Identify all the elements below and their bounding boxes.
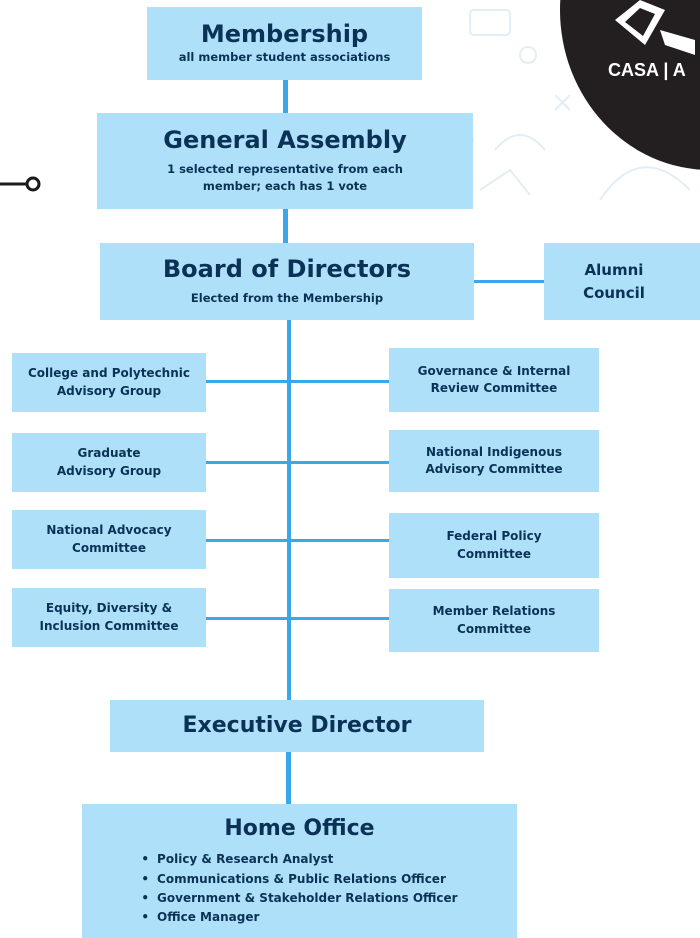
connector-membership-assembly: [283, 80, 288, 114]
connector-assembly-board: [283, 209, 288, 244]
connector-row-4: [206, 617, 389, 620]
left-group-box: National Advocacy Committee: [12, 510, 206, 569]
pin-connector-icon: [0, 176, 41, 192]
right-group-label: Member Relations Committee: [432, 604, 556, 636]
executive-director-box: Executive Director: [110, 700, 484, 752]
left-group-box: Graduate Advisory Group: [12, 433, 206, 492]
connector-row-3: [206, 539, 389, 542]
membership-title: Membership: [200, 20, 369, 49]
membership-box: Membership all member student associatio…: [147, 7, 422, 80]
general-assembly-subtitle-1: 1 selected representative from each: [167, 161, 403, 176]
left-group-label: National Advocacy Committee: [46, 523, 172, 555]
right-group-box: Member Relations Committee: [389, 589, 599, 652]
membership-subtitle: all member student associations: [178, 49, 391, 64]
general-assembly-title: General Assembly: [163, 125, 407, 154]
executive-director-title: Executive Director: [182, 712, 412, 738]
left-group-box: Equity, Diversity & Inclusion Committee: [12, 588, 206, 647]
casa-logo-icon: [615, 0, 695, 55]
home-office-item: Government & Stakeholder Relations Offic…: [141, 889, 458, 908]
connector-executive-office: [286, 752, 291, 804]
connector-spine: [287, 320, 291, 700]
left-group-label: Equity, Diversity & Inclusion Committee: [39, 601, 179, 633]
board-title: Board of Directors: [162, 255, 412, 284]
home-office-box: Home Office Policy & Research Analyst Co…: [82, 804, 517, 938]
background-doodles: [462, 9, 691, 201]
connector-row-1: [206, 380, 389, 383]
general-assembly-subtitle-2: member; each has 1 vote: [202, 179, 368, 194]
connector-board-alumni: [474, 280, 545, 283]
general-assembly-box: General Assembly 1 selected representati…: [97, 113, 473, 209]
home-office-item: Communications & Public Relations Office…: [141, 870, 457, 889]
right-group-label: Federal Policy Committee: [446, 529, 542, 561]
home-office-item: Policy & Research Analyst: [141, 850, 457, 869]
right-group-label: National Indigenous Advisory Committee: [425, 444, 563, 476]
right-group-box: National Indigenous Advisory Committee: [389, 430, 599, 492]
board-of-directors-box: Board of Directors Elected from the Memb…: [100, 243, 474, 320]
right-group-box: Federal Policy Committee: [389, 513, 599, 578]
right-group-box: Governance & Internal Review Committee: [389, 348, 599, 412]
left-group-label: Graduate Advisory Group: [56, 446, 162, 478]
alumni-line-2: Council: [583, 283, 645, 302]
left-group-label: College and Polytechnic Advisory Group: [27, 366, 190, 398]
right-group-label: Governance & Internal Review Committee: [417, 363, 571, 395]
home-office-list: Policy & Research Analyst Communications…: [141, 850, 458, 927]
casa-logo-text: CASA | A: [608, 60, 686, 80]
home-office-title: Home Office: [224, 816, 375, 841]
board-subtitle: Elected from the Membership: [190, 290, 384, 305]
alumni-line-1: Alumni: [584, 261, 644, 279]
connector-row-2: [206, 461, 389, 464]
home-office-item: Office Manager: [141, 908, 457, 927]
alumni-council-box: Alumni Council: [544, 243, 700, 320]
left-group-box: College and Polytechnic Advisory Group: [12, 353, 206, 412]
